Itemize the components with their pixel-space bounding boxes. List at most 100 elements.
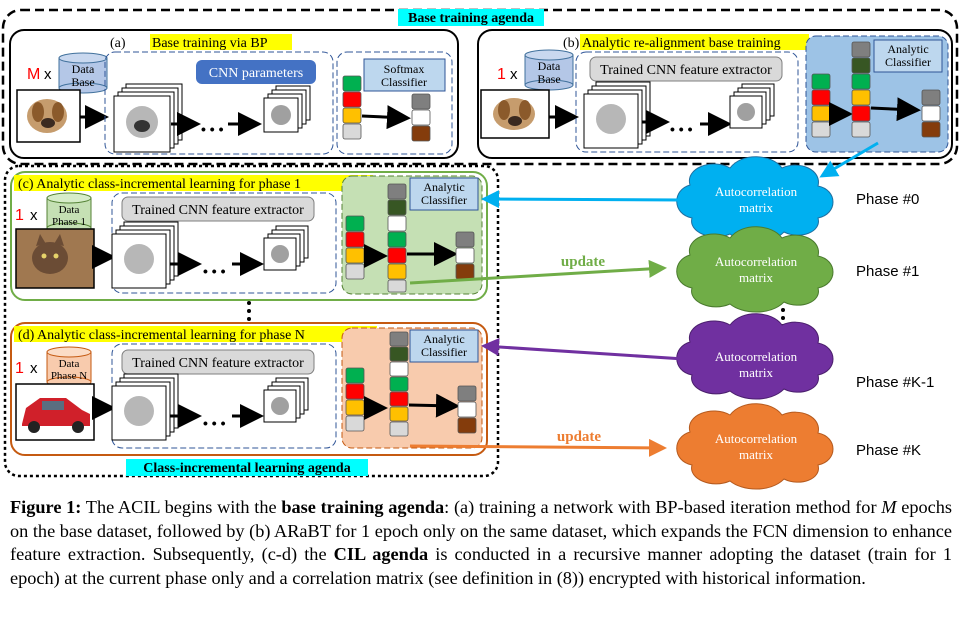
autocorrelation-cloud-phase-0: Autocorrelation matrix bbox=[676, 156, 834, 243]
phase-label: Phase #K bbox=[856, 442, 921, 459]
database-icon: Data Phase 1 bbox=[46, 192, 92, 234]
feature-vector bbox=[342, 75, 362, 140]
analytic-label: Analytic bbox=[423, 332, 464, 346]
caption-text-1: The ACIL begins with the bbox=[81, 497, 282, 517]
cil-agenda-label-bg bbox=[126, 459, 368, 476]
phase-label: Phase 1 bbox=[52, 216, 86, 228]
phase-label: Phase N bbox=[51, 370, 87, 382]
softmax-classifier-region bbox=[336, 51, 453, 155]
feature-extractor-box bbox=[589, 56, 783, 82]
panel-b: (b) Analytic re-alignment base training … bbox=[477, 29, 953, 159]
arrow-b-to-phase0 bbox=[819, 141, 879, 178]
dog-image bbox=[480, 89, 550, 139]
cloud-label: Autocorrelation bbox=[715, 184, 798, 199]
car-image bbox=[15, 383, 95, 441]
expanded-feature-vector bbox=[389, 331, 409, 437]
data-label: Data bbox=[59, 204, 80, 216]
feature-map-stack-large bbox=[583, 81, 651, 149]
feature-extractor-label: Trained CNN feature extractor bbox=[132, 203, 304, 218]
feature-vector bbox=[811, 73, 831, 138]
panel-d-times: x bbox=[30, 360, 38, 377]
arrow-phase0-to-c bbox=[481, 190, 683, 209]
analytic-label: Analytic bbox=[887, 42, 928, 56]
cloud-label: matrix bbox=[739, 270, 773, 285]
panel-d: (d) Analytic class-incremental learning … bbox=[10, 322, 488, 456]
ellipsis: • • • bbox=[203, 263, 226, 279]
feature-map-stack-small bbox=[263, 85, 311, 133]
autocorrelation-cloud-phase-k: Autocorrelation matrix bbox=[676, 403, 834, 490]
panel-a-multiplier: M bbox=[27, 66, 40, 83]
classifier-label: Classifier bbox=[421, 193, 467, 207]
database-icon: Data Phase N bbox=[46, 346, 92, 388]
cloud-label: Autocorrelation bbox=[715, 431, 798, 446]
feature-map-stack-small bbox=[263, 225, 309, 271]
output-vector bbox=[457, 385, 477, 434]
panel-c: (c) Analytic class-incremental learning … bbox=[10, 171, 488, 301]
panel-d-title: (d) Analytic class-incremental learning … bbox=[18, 328, 305, 343]
arrow-phasek1-to-d bbox=[481, 337, 685, 361]
cil-agenda-label: Class-incremental learning agenda bbox=[143, 461, 350, 476]
data-label: Data bbox=[72, 62, 95, 76]
update-label-green: update bbox=[561, 254, 606, 270]
figure-label: Figure 1: bbox=[10, 497, 82, 517]
output-vector bbox=[455, 231, 475, 280]
panel-c-multiplier: 1 bbox=[15, 207, 24, 224]
cloud-label: Autocorrelation bbox=[715, 349, 798, 364]
dog-image bbox=[16, 89, 81, 143]
caption-bold-1: base training agenda bbox=[281, 497, 445, 517]
caption-bold-2: CIL agenda bbox=[333, 544, 429, 564]
phase-label: Phase #0 bbox=[856, 191, 919, 208]
cil-agenda-box bbox=[3, 164, 500, 478]
ellipsis: • • • bbox=[203, 415, 226, 431]
base-agenda-label-bg bbox=[398, 9, 544, 26]
cloud-label: Autocorrelation bbox=[715, 254, 798, 269]
cloud-label: matrix bbox=[739, 365, 773, 380]
feature-extractor-region bbox=[575, 51, 799, 153]
panel-b-title: Analytic re-alignment base training bbox=[582, 36, 781, 51]
panel-a: (a) Base training via BP M x Data Base C… bbox=[9, 29, 459, 159]
feature-extractor-region bbox=[111, 192, 337, 294]
feature-vector bbox=[345, 215, 365, 280]
feature-map-stack-small bbox=[729, 83, 775, 129]
panel-d-multiplier: 1 bbox=[15, 360, 24, 377]
data-label: Data bbox=[59, 358, 80, 370]
feature-extractor-box bbox=[121, 196, 315, 222]
cnn-parameters-box bbox=[196, 60, 316, 84]
vertical-ellipsis-left bbox=[247, 301, 251, 321]
arrow-c-to-phase1 bbox=[409, 259, 667, 285]
panel-b-multiplier: 1 bbox=[497, 66, 506, 83]
ellipsis: • • • bbox=[201, 121, 224, 137]
panel-c-times: x bbox=[30, 207, 38, 224]
cloud-label: matrix bbox=[739, 447, 773, 462]
feature-map-stack-small bbox=[263, 377, 309, 423]
caption-text-2: : (a) training a network with BP-based i… bbox=[444, 497, 882, 517]
feature-vector bbox=[345, 367, 365, 432]
output-vector bbox=[921, 89, 941, 138]
caption-text-4: is conducted in a recursive manner adopt… bbox=[10, 544, 952, 588]
classifier-label: Classifier bbox=[381, 75, 427, 89]
cloud-label: matrix bbox=[739, 200, 773, 215]
phase-label: Phase #K-1 bbox=[856, 374, 934, 391]
arrow-d-to-phasek bbox=[409, 438, 667, 457]
feature-map-stack-large bbox=[111, 373, 179, 441]
base-agenda-label: Base training agenda bbox=[408, 11, 534, 26]
expanded-feature-vector bbox=[851, 41, 871, 138]
feature-map-stack-large bbox=[111, 221, 179, 289]
database-icon: Data Base bbox=[524, 49, 574, 91]
caption-var-m: M bbox=[881, 497, 897, 517]
panel-a-title: Base training via BP bbox=[152, 36, 268, 51]
base-label: Base bbox=[537, 72, 560, 86]
panel-b-title-prefix: (b) bbox=[563, 36, 583, 51]
ellipsis: • • • bbox=[670, 121, 693, 137]
panel-c-title: (c) Analytic class-incremental learning … bbox=[18, 177, 301, 192]
feature-extractor-label: Trained CNN feature extractor bbox=[600, 63, 772, 78]
update-label-orange: update bbox=[557, 429, 602, 445]
cnn-region bbox=[104, 51, 334, 155]
panel-b-times: x bbox=[510, 66, 518, 83]
caption-text-3: epochs on the base dataset, followed by … bbox=[10, 497, 952, 564]
autocorrelation-cloud-phase-1: Autocorrelation matrix bbox=[676, 226, 834, 313]
panel-a-times: x bbox=[44, 66, 52, 83]
figure-caption: Figure 1: The ACIL begins with the base … bbox=[10, 496, 952, 590]
feature-map-stack-large bbox=[113, 83, 183, 153]
autocorrelation-cloud-phase-k-minus-1: Autocorrelation matrix bbox=[676, 313, 834, 400]
